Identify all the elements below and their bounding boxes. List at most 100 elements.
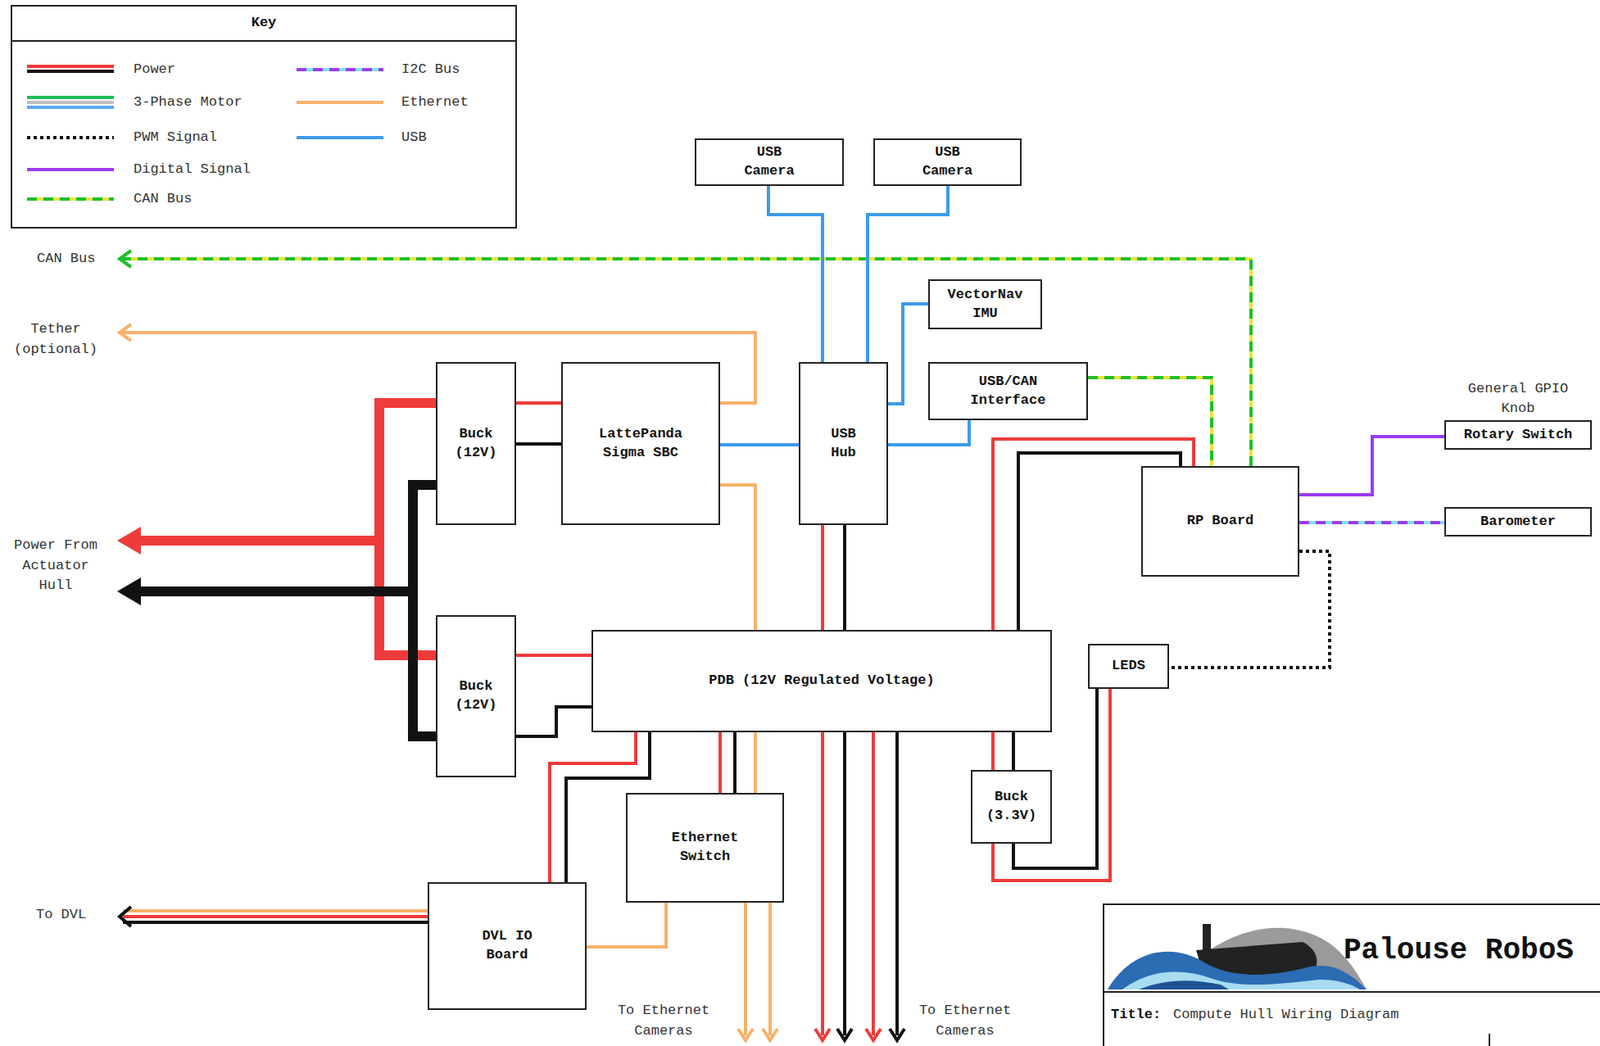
team-name: Palouse RoboS (1343, 929, 1598, 973)
logo-mast (1202, 924, 1211, 952)
legend-swatch (25, 161, 116, 178)
connector (888, 303, 929, 404)
legend-text: Digital Signal (133, 161, 251, 178)
box-label: USB/CAN Interface (967, 372, 1050, 411)
box-label: Barometer (1480, 512, 1556, 532)
power-wire (135, 403, 436, 541)
box-label: PDB (12V Regulated Voltage) (708, 671, 934, 691)
port-label: CAN Bus (36, 249, 111, 270)
legend-line (27, 135, 114, 140)
legend-line (296, 100, 384, 105)
connector (992, 732, 1014, 771)
component-box: USB Camera (873, 138, 1022, 186)
legend-line (27, 100, 114, 105)
box-label: USB Camera (732, 143, 807, 182)
legend-swatch (25, 94, 116, 111)
arrow-head (837, 1028, 853, 1041)
legend-swatch (294, 129, 386, 146)
arrow-head (119, 250, 132, 268)
ground-wire (412, 591, 436, 737)
legend-text: CAN Bus (133, 190, 192, 208)
connector (586, 902, 667, 948)
box-label: Rotary Switch (1464, 426, 1573, 445)
connector (1299, 522, 1445, 524)
camera-ground (895, 732, 899, 1036)
camera-ethernet (768, 902, 772, 1036)
box-label: VectorNav IMU (940, 285, 1031, 324)
component-box: USB Hub (798, 362, 889, 526)
connector (867, 185, 948, 363)
legend-text: PWM Signal (133, 129, 218, 146)
diagram-title: Compute Hull Wiring Diagram (1173, 1005, 1399, 1026)
arrow-head (119, 324, 132, 341)
connector (768, 185, 823, 363)
wire (768, 185, 823, 363)
wire (516, 442, 562, 446)
legend-text: I2C Bus (401, 61, 460, 78)
component-box: Buck (12V) (435, 615, 517, 778)
wire (718, 732, 722, 794)
box-label: LattePanda Sigma SBC (587, 425, 694, 463)
legend-line (296, 67, 384, 72)
connector (720, 732, 735, 794)
component-box: DVL IO Board (427, 882, 587, 1011)
port-label: To Ethernet Cameras (615, 1001, 712, 1042)
component-box: LEDS (1087, 643, 1170, 689)
wire (843, 525, 847, 631)
arrow-head (762, 1028, 778, 1041)
component-box: Ethernet Switch (625, 793, 785, 903)
legend-swatch (294, 94, 386, 111)
dvl-ground (122, 920, 428, 925)
legend-text: 3-Phase Motor (133, 94, 243, 111)
power-wire (379, 540, 436, 656)
key-divider (11, 40, 517, 42)
arrow-head (865, 1028, 881, 1041)
component-box: VectorNav IMU (928, 279, 1043, 330)
wire (1011, 732, 1016, 771)
port-label: To Ethernet Cameras (916, 1001, 1014, 1042)
box-label: LEDS (1111, 657, 1146, 676)
camera-power (820, 732, 825, 1036)
wire (516, 401, 562, 405)
camera-power (871, 732, 875, 1036)
legend-swatch (25, 129, 116, 146)
arrow-head (889, 1028, 905, 1041)
wire (820, 525, 825, 631)
component-box: USB/CAN Interface (928, 362, 1088, 421)
arrow-head (738, 1028, 753, 1041)
box-label: Buck (12V) (447, 425, 505, 463)
wire (733, 732, 737, 794)
component-box: Buck (12V) (435, 362, 517, 526)
box-label: DVL IO Board (478, 927, 536, 966)
dvl-ethernet (122, 909, 428, 913)
legend-swatch (25, 190, 116, 208)
component-box: RP Board (1141, 466, 1300, 577)
legend-line (27, 64, 114, 68)
wire (586, 902, 667, 948)
connector (516, 403, 562, 445)
port-label: Tether (optional) (6, 319, 105, 360)
box-label: USB Camera (911, 143, 985, 182)
box-label: Buck (3.3V) (983, 788, 1041, 826)
wire (516, 653, 592, 658)
legend-line (27, 197, 114, 201)
wire (1299, 436, 1445, 495)
camera-ethernet (743, 902, 748, 1036)
camera-ground (843, 732, 847, 1036)
box-label: RP Board (1187, 512, 1255, 531)
wire (720, 443, 799, 447)
title-key: Title: (1110, 1005, 1177, 1026)
connector (516, 655, 592, 737)
legend-swatch (25, 61, 116, 78)
arrow-head (117, 526, 141, 555)
legend-swatch (294, 61, 386, 78)
component-box: Buck (3.3V) (970, 770, 1052, 844)
wire (991, 732, 995, 771)
legend-line (27, 95, 114, 100)
box-label: Buck (12V) (447, 677, 505, 716)
wire (867, 185, 948, 363)
port-label: To DVL (36, 905, 102, 926)
connector (1299, 436, 1445, 495)
legend-text: Ethernet (401, 94, 469, 111)
port-label: Key (18, 13, 510, 34)
